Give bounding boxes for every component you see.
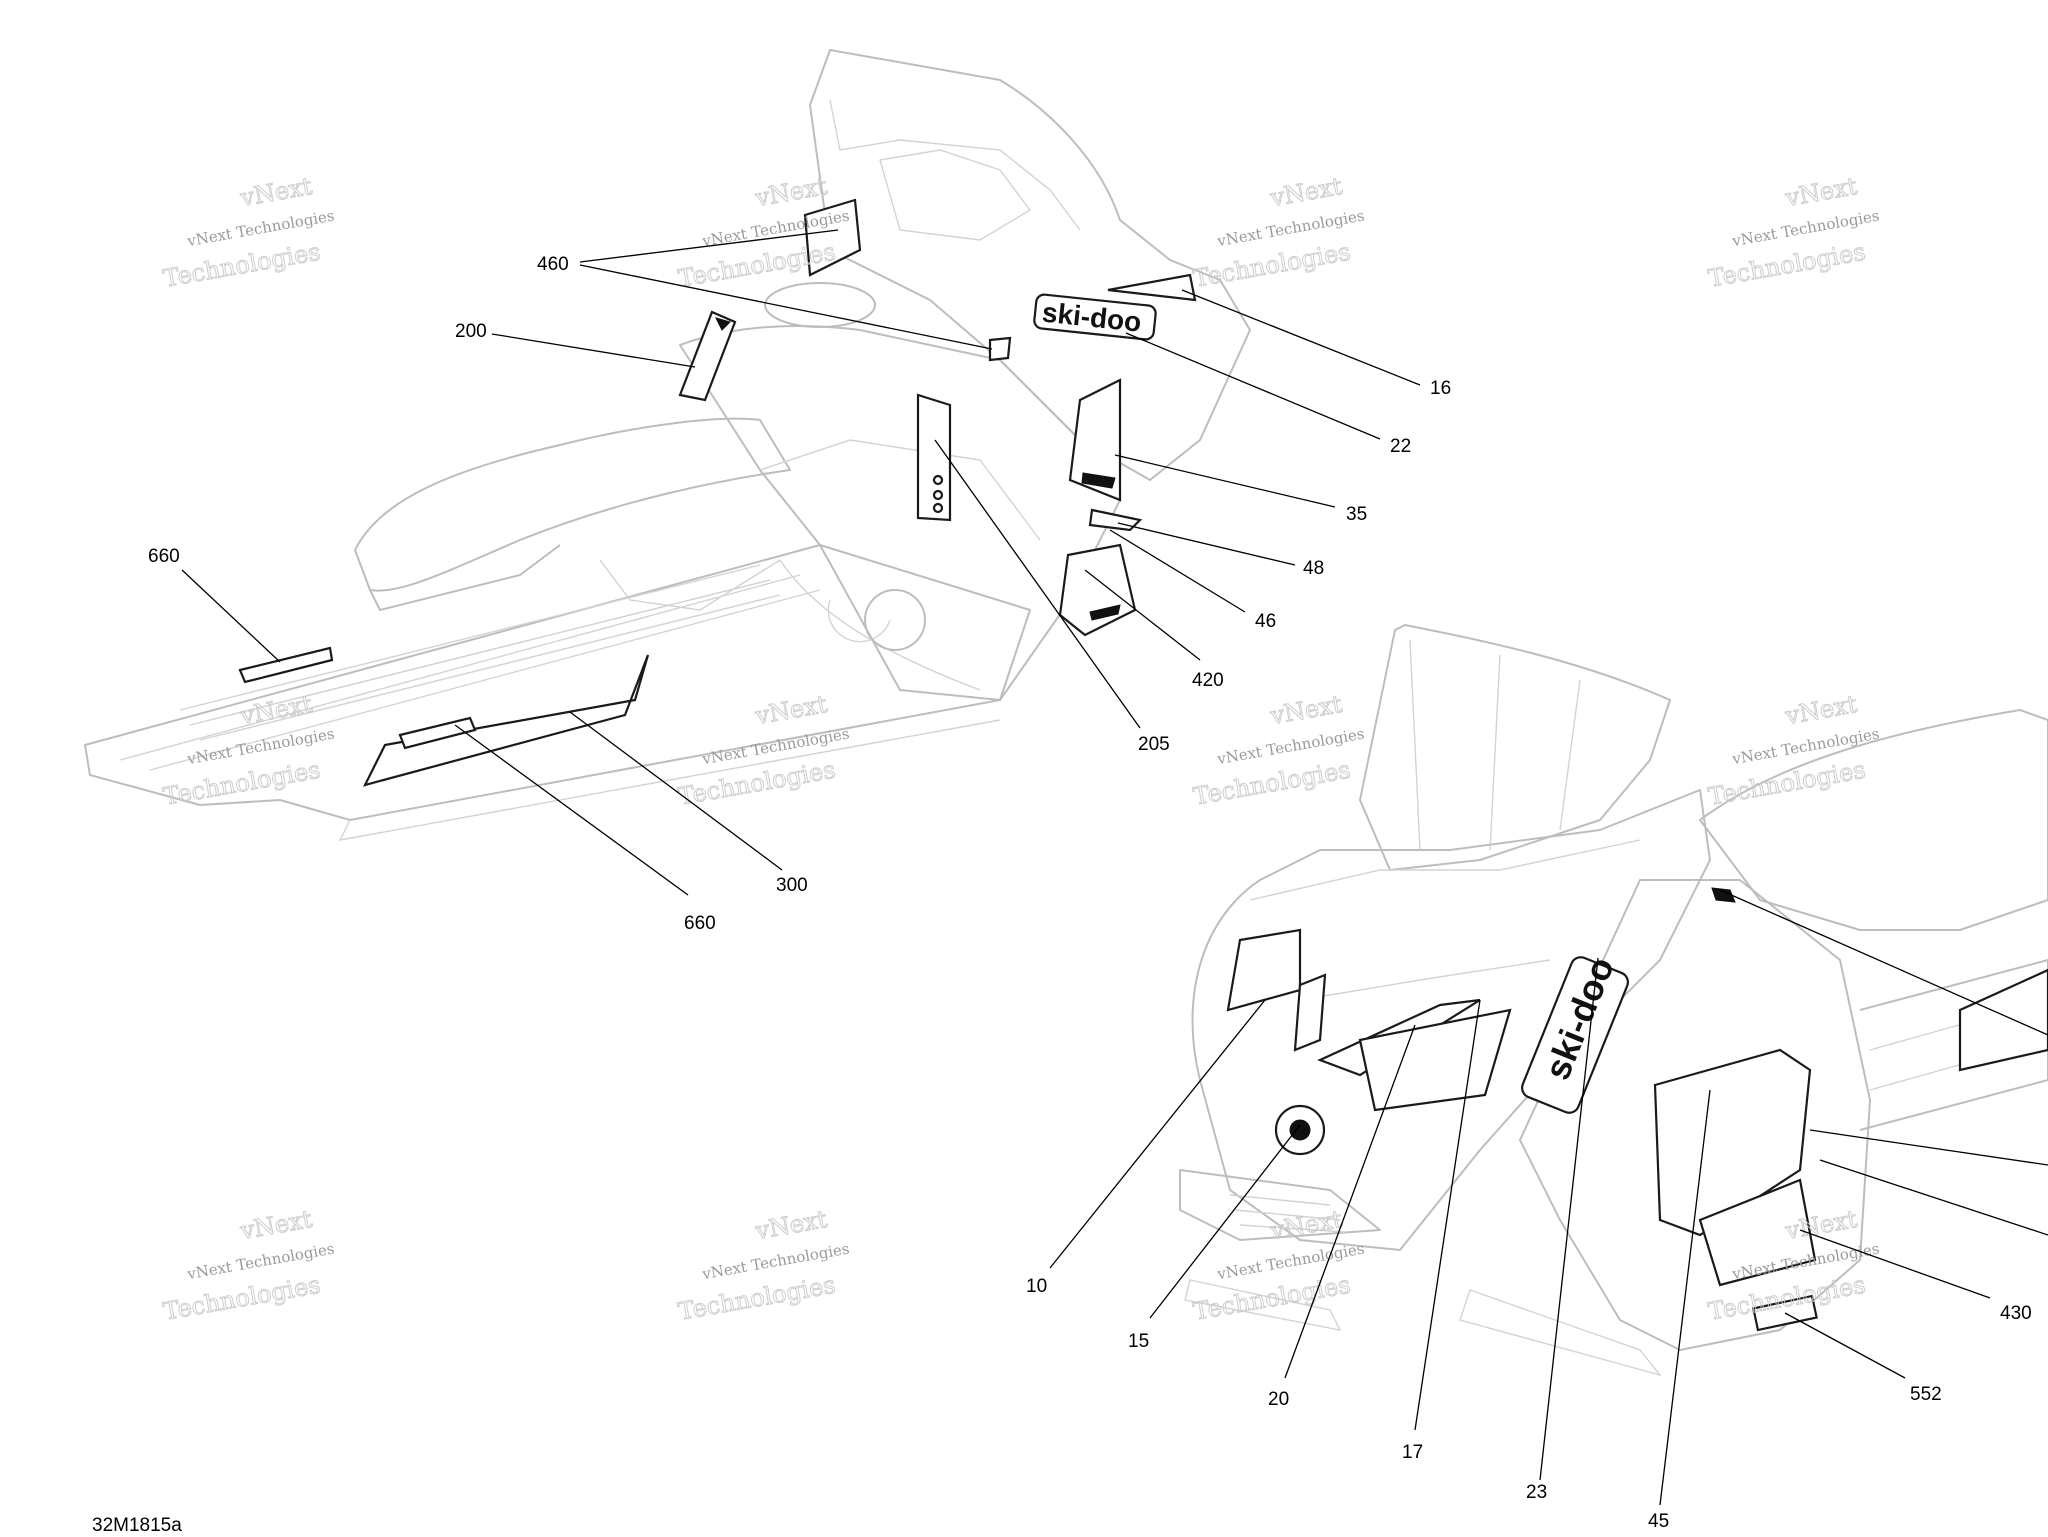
- decal-23: [1358, 1008, 1512, 1112]
- watermark: vNext vNext Technologies Technologies: [1706, 172, 1881, 294]
- decal-46-420: [1058, 543, 1137, 637]
- upper-snowmobile-decals: ski-doo: [238, 198, 1197, 787]
- callout-460: 460: [537, 254, 569, 275]
- callout-10: 10: [1026, 1276, 1047, 1297]
- callout-200: 200: [455, 321, 487, 342]
- callout-660-bottom: 660: [684, 913, 716, 934]
- decal-430: [1698, 1178, 1817, 1287]
- callout-48: 48: [1303, 558, 1324, 579]
- svg-text:Technologies: Technologies: [676, 238, 837, 293]
- decal-16: [1107, 273, 1197, 302]
- upper-snowmobile-line-art: [84, 49, 1251, 841]
- decal-300: [362, 654, 650, 787]
- watermark: vNext vNext Technologies Technologies: [161, 690, 336, 812]
- svg-text:vNext: vNext: [237, 690, 314, 730]
- drawing-code: 32M1815a: [92, 1515, 182, 1536]
- callout-16: 16: [1430, 378, 1451, 399]
- decal-22-ski-doo: [1033, 293, 1157, 341]
- callout-660-top: 660: [148, 546, 180, 567]
- svg-text:Technologies: Technologies: [1191, 756, 1352, 811]
- callout-45: 45: [1648, 1511, 1669, 1532]
- callout-labels: 460 200 16 22 35 48 46 420 205 660 300 6…: [148, 254, 2032, 1532]
- callout-420: 420: [1192, 670, 1224, 691]
- decal-460-left: [803, 198, 862, 277]
- svg-text:Technologies: Technologies: [161, 238, 322, 293]
- leader-lines: [181, 229, 2048, 1506]
- callout-430: 430: [2000, 1303, 2032, 1324]
- svg-text:vNext: vNext: [1267, 1205, 1344, 1245]
- callout-15: 15: [1128, 1331, 1149, 1352]
- callout-35: 35: [1346, 504, 1367, 525]
- svg-text:vNext: vNext: [752, 1205, 829, 1245]
- callout-46: 46: [1255, 611, 1276, 632]
- svg-text:Technologies: Technologies: [1191, 238, 1352, 293]
- callout-300: 300: [776, 875, 808, 896]
- watermark: vNext vNext Technologies Technologies: [1191, 690, 1366, 812]
- svg-text:Technologies: Technologies: [161, 1271, 322, 1326]
- watermark: vNext vNext Technologies Technologies: [1706, 690, 1881, 812]
- decal-200: [678, 310, 737, 402]
- watermark: vNext vNext Technologies Technologies: [161, 1205, 336, 1327]
- decal-45: [1653, 1048, 1812, 1237]
- callout-20: 20: [1268, 1389, 1289, 1410]
- svg-text:vNext: vNext: [1782, 690, 1859, 730]
- decal-15: [1293, 973, 1327, 1052]
- decal-460-right: [988, 336, 1012, 362]
- svg-text:vNext: vNext: [237, 1205, 314, 1245]
- decal-660-tunnel: [238, 646, 334, 684]
- watermark: vNext vNext Technologies Technologies: [676, 690, 851, 812]
- svg-text:Technologies: Technologies: [1706, 238, 1867, 293]
- decal-35: [1068, 378, 1122, 502]
- watermark: vNext vNext Technologies Technologies: [676, 172, 851, 294]
- lower-snowmobile-decals: ski-doo: [1226, 887, 2048, 1332]
- svg-text:Technologies: Technologies: [1706, 756, 1867, 811]
- callout-205: 205: [1138, 734, 1170, 755]
- callout-552: 552: [1910, 1384, 1942, 1405]
- svg-text:vNext: vNext: [752, 690, 829, 730]
- decal-ski-doo-lower: [1521, 956, 1629, 1114]
- svg-text:vNext: vNext: [752, 172, 829, 212]
- decal-205: [916, 393, 952, 522]
- watermark: vNext vNext Technologies Technologies: [1191, 172, 1366, 294]
- svg-text:vNext: vNext: [1782, 172, 1859, 212]
- svg-text:vNext: vNext: [1267, 690, 1344, 730]
- svg-text:vNext: vNext: [237, 172, 314, 212]
- callout-22: 22: [1390, 436, 1411, 457]
- svg-text:vNext: vNext: [1267, 172, 1344, 212]
- svg-text:Technologies: Technologies: [676, 1271, 837, 1326]
- callout-17: 17: [1402, 1442, 1423, 1463]
- decal-10: [1226, 928, 1302, 1012]
- watermark: vNext vNext Technologies Technologies: [676, 1205, 851, 1327]
- callout-23: 23: [1526, 1482, 1547, 1503]
- watermark: vNext vNext Technologies Technologies: [161, 172, 336, 294]
